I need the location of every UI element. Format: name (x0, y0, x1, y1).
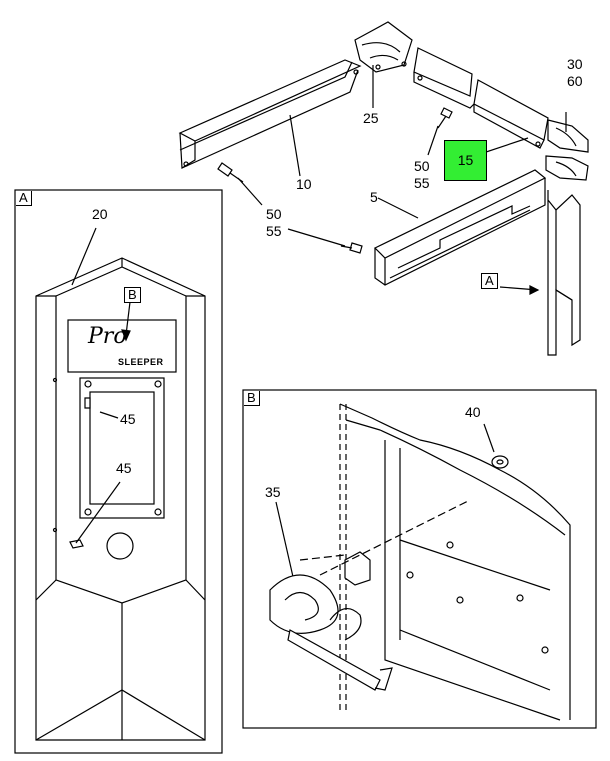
view-b-ref-arrowhead (121, 329, 131, 342)
callout-10[interactable]: 10 (296, 176, 312, 192)
callout-50-lower[interactable]: 50 (266, 206, 282, 222)
leader-40 (483, 423, 495, 453)
callout-35[interactable]: 35 (265, 484, 281, 500)
callout-45-lower[interactable]: 45 (116, 460, 132, 476)
callout-45-upper[interactable]: 45 (120, 411, 136, 427)
callout-20[interactable]: 20 (92, 206, 108, 222)
logo-text: SLEEPER (118, 357, 164, 367)
callout-50-upper[interactable]: 50 (414, 158, 430, 174)
view-a-reference[interactable]: A (481, 273, 498, 289)
leader-5 (377, 197, 419, 219)
highlighted-item-15[interactable]: 15 (444, 140, 487, 181)
logo-script: Pro (88, 324, 127, 349)
view-b-title: B (244, 391, 260, 406)
callout-25[interactable]: 25 (363, 110, 379, 126)
screw-50-55-top (427, 107, 453, 156)
view-b-ref-leader (125, 301, 131, 336)
view-a-frame (14, 189, 223, 754)
rail-5 (373, 169, 547, 286)
view-a-title: A (16, 191, 32, 206)
leader-45a (99, 411, 119, 419)
callout-60[interactable]: 60 (567, 73, 583, 89)
callout-5[interactable]: 5 (370, 189, 378, 205)
view-b-frame (242, 389, 597, 729)
rail-10 (178, 59, 362, 170)
leader-10 (289, 114, 301, 177)
rail-15 (413, 47, 549, 149)
corner-25 (354, 21, 413, 73)
callout-30[interactable]: 30 (567, 56, 583, 72)
nut-40 (491, 455, 509, 469)
callout-55-upper[interactable]: 55 (414, 175, 430, 191)
emblem-35 (269, 574, 393, 691)
callout-40[interactable]: 40 (465, 404, 481, 420)
callout-55-lower[interactable]: 55 (266, 223, 282, 239)
view-b-panel (299, 403, 571, 721)
section-a-cut (547, 190, 581, 356)
screw-50-55-right (287, 228, 363, 254)
screw-50-55-left (217, 162, 263, 206)
view-b-reference[interactable]: B (124, 287, 141, 303)
corner-30-60 (545, 119, 589, 181)
view-a-arrowhead (529, 285, 540, 295)
leader-45b (75, 481, 121, 544)
door-panel-20 (35, 257, 206, 741)
leader-20 (71, 227, 97, 286)
